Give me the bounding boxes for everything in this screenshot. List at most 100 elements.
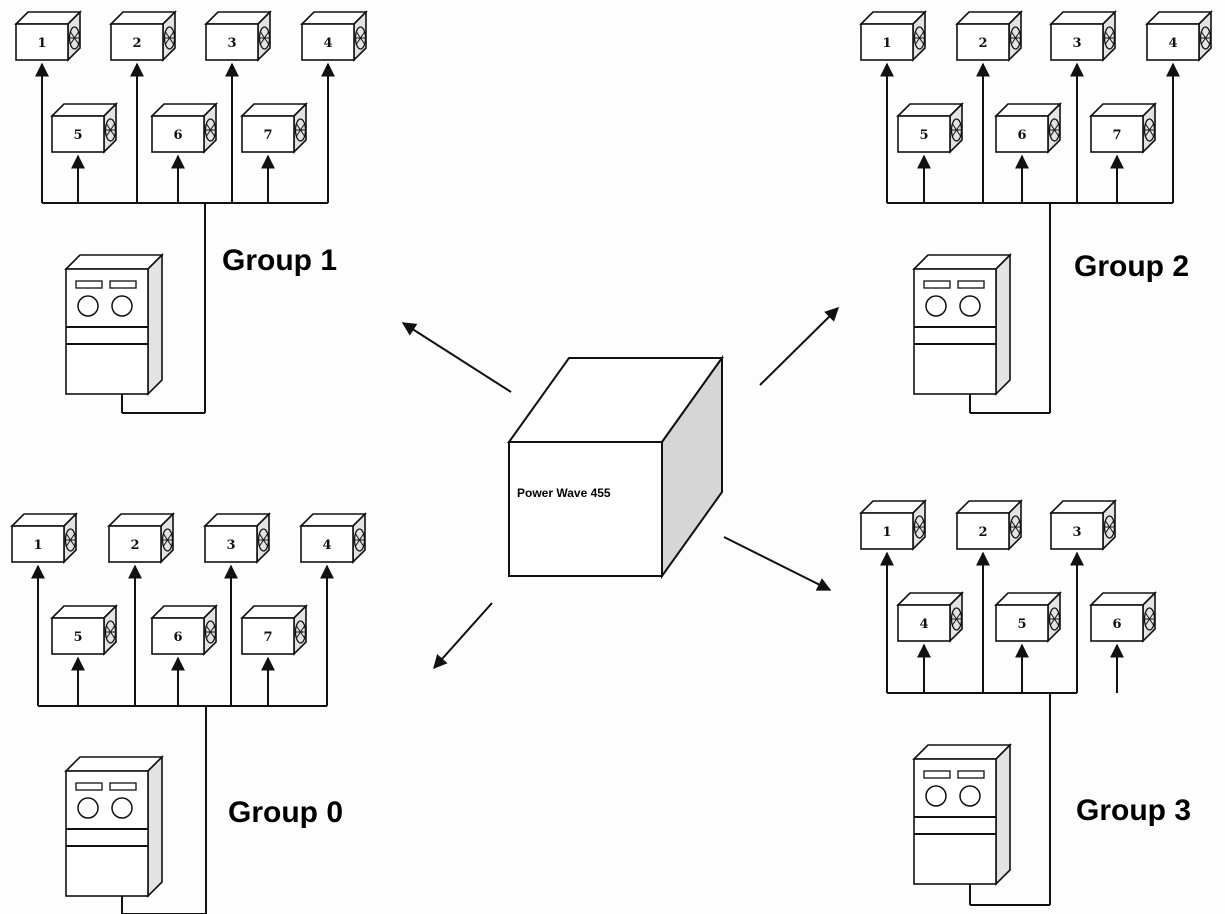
box-front-face <box>241 617 295 655</box>
box-front-face <box>1146 23 1200 61</box>
group-label: Group 1 <box>222 244 337 277</box>
wire-feeder-box: 3 <box>204 10 272 62</box>
power-wave-label: Power Wave 455 <box>517 486 611 500</box>
cabinet-top-face <box>912 254 1012 270</box>
box-front-face <box>301 23 355 61</box>
wire-feeder-box: 1 <box>14 10 82 62</box>
box-front-face <box>108 525 162 563</box>
link-arrow-group-1 <box>401 322 512 393</box>
wire-feeder-box: 6 <box>1089 591 1157 643</box>
cabinet-top-face <box>64 756 164 772</box>
box-front-face <box>1050 23 1104 61</box>
display-icon <box>75 280 103 289</box>
wire-feeder-box: 5 <box>896 102 964 154</box>
cabinet-front-face <box>913 758 997 885</box>
wire-feeder-box: 6 <box>150 604 218 656</box>
wire-feeder-box: 2 <box>109 10 177 62</box>
wire-feeder-box: 3 <box>203 512 271 564</box>
feeder-number: 3 <box>227 36 236 51</box>
feeder-number: 5 <box>919 128 928 143</box>
feeder-number: 6 <box>1017 128 1026 143</box>
display-icon <box>75 782 103 791</box>
feeder-number: 3 <box>226 538 235 553</box>
knob-icon <box>925 785 947 807</box>
box-front-face <box>860 512 914 550</box>
box-front-face <box>1090 115 1144 153</box>
display-icon <box>109 280 137 289</box>
group-label: Group 3 <box>1076 794 1191 827</box>
feeder-number: 1 <box>882 525 891 540</box>
feeder-number: 7 <box>263 630 272 645</box>
wire-feeder-box: 1 <box>859 499 927 551</box>
wire-feeder-box: 6 <box>150 102 218 154</box>
cabinet-front-face <box>65 268 149 395</box>
cabinet-side-face <box>995 743 1011 886</box>
group-label: Group 0 <box>228 796 343 829</box>
wire-feeder-box: 4 <box>1145 10 1213 62</box>
wire-feeder-box: 4 <box>300 10 368 62</box>
feeder-number: 2 <box>130 538 139 553</box>
wire-feeder-box: 4 <box>299 512 367 564</box>
cabinet-front-face <box>913 268 997 395</box>
wire-feeder-box: 4 <box>896 591 964 643</box>
display-icon <box>923 280 951 289</box>
feeder-number: 1 <box>882 36 891 51</box>
box-front-face <box>897 604 951 642</box>
box-front-face <box>860 23 914 61</box>
wire-feeder-box: 3 <box>1049 10 1117 62</box>
power-source-cabinet <box>64 755 164 898</box>
feeder-number: 1 <box>33 538 42 553</box>
box-front-face <box>995 604 1049 642</box>
cabinet-front-face <box>65 770 149 897</box>
box-front-face <box>204 525 258 563</box>
box-front-face <box>51 617 105 655</box>
feeder-number: 4 <box>322 538 331 553</box>
box-front-face <box>1090 604 1144 642</box>
feeder-number: 1 <box>37 36 46 51</box>
display-icon <box>957 280 985 289</box>
feeder-number: 6 <box>173 128 182 143</box>
box-front-face <box>897 115 951 153</box>
box-front-face <box>151 617 205 655</box>
cabinet-top-face <box>64 254 164 270</box>
cabinet-top-face <box>912 744 1012 760</box>
display-icon <box>923 770 951 779</box>
box-front-face <box>15 23 69 61</box>
power-source-cabinet <box>912 253 1012 396</box>
cabinet-side-face <box>147 755 163 898</box>
box-front-face <box>11 525 65 563</box>
knob-icon <box>77 295 99 317</box>
knob-icon <box>111 295 133 317</box>
feeder-number: 6 <box>1112 617 1121 632</box>
wire-feeder-box: 3 <box>1049 499 1117 551</box>
box-front-face <box>51 115 105 153</box>
box-front-face <box>956 23 1010 61</box>
feeder-number: 2 <box>978 525 987 540</box>
wire-feeder-box: 6 <box>994 102 1062 154</box>
knob-icon <box>959 785 981 807</box>
feeder-number: 5 <box>73 128 82 143</box>
wire-feeder-box: 2 <box>955 499 1023 551</box>
box-front-face <box>956 512 1010 550</box>
wire-feeder-box: 2 <box>955 10 1023 62</box>
power-source-cabinet <box>64 253 164 396</box>
feeder-number: 5 <box>73 630 82 645</box>
power-source-cabinet <box>912 743 1012 886</box>
box-front-face <box>995 115 1049 153</box>
link-arrow-group-3 <box>723 536 832 591</box>
feeder-number: 2 <box>978 36 987 51</box>
display-icon <box>109 782 137 791</box>
box-front-face <box>151 115 205 153</box>
knob-icon <box>77 797 99 819</box>
link-arrow-group-2 <box>759 307 839 386</box>
wire-feeder-box: 7 <box>240 604 308 656</box>
feeder-number: 3 <box>1072 36 1081 51</box>
wire-feeder-box: 5 <box>50 102 118 154</box>
display-icon <box>957 770 985 779</box>
